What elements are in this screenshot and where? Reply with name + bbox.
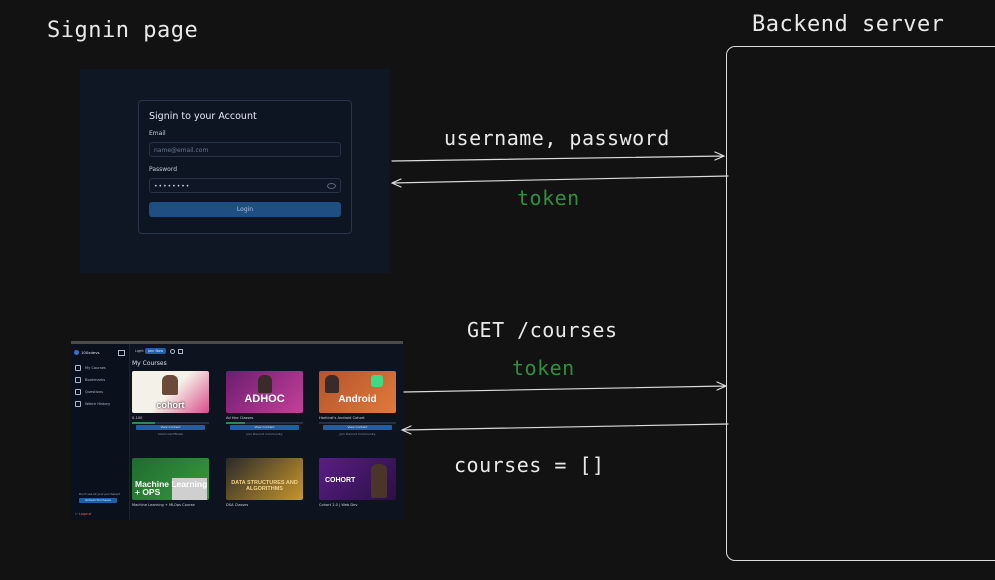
- thumbnail-person: [258, 375, 272, 393]
- signin-screenshot: Signin to your Account Email name@email.…: [80, 69, 389, 273]
- thumbnail-text: cohort: [156, 400, 185, 410]
- course-thumbnail: DATA STRUCTURES AND ALGORITHMS: [226, 458, 303, 500]
- eye-icon[interactable]: [327, 183, 336, 189]
- course-title: DSA Classes: [226, 503, 249, 507]
- logout-link[interactable]: ⇦ Logout: [75, 512, 91, 516]
- sidebar-item-watch-history[interactable]: Watch History: [75, 401, 110, 407]
- join-now-chip[interactable]: Join Now: [145, 348, 167, 354]
- progress-bar: [226, 422, 303, 424]
- dashboard-sidebar: 100xdevs My Courses Bookmarks Questions …: [71, 344, 130, 520]
- backend-server-box: [726, 46, 995, 561]
- view-content-button[interactable]: View Content: [136, 425, 205, 430]
- history-icon: [75, 401, 81, 407]
- password-field[interactable]: ••••••••: [149, 178, 341, 193]
- course-title: Harkirat's Android Cohort: [319, 416, 365, 420]
- courses-dashboard-screenshot: 100xdevs My Courses Bookmarks Questions …: [71, 341, 403, 520]
- course-card[interactable]: Machine Learning + OPS Machine Learning …: [132, 458, 210, 520]
- response-arrow-courses: [400, 423, 729, 435]
- courses-response-label: courses = []: [454, 453, 605, 477]
- sidebar-item-label: Questions: [85, 390, 103, 394]
- thumbnail-text: Android: [338, 394, 377, 405]
- thumbnail-person: [325, 375, 339, 393]
- theme-chip[interactable]: Light: [135, 349, 144, 353]
- thumbnail-person: [371, 464, 387, 498]
- course-title: Ad Hoc Classes: [226, 416, 254, 420]
- token-header-label: token: [512, 356, 575, 380]
- section-title: My Courses: [132, 360, 167, 367]
- thumbnail-text: Machine Learning + OPS: [135, 479, 208, 497]
- course-tag: Join Discord Community: [339, 432, 376, 436]
- progress-fill: [132, 422, 156, 424]
- brand-logo: [74, 350, 79, 355]
- progress-fill: [226, 422, 246, 424]
- thumbnail-text: DATA STRUCTURES AND ALGORITHMS: [231, 480, 298, 492]
- logout-label: Logout: [79, 512, 92, 516]
- email-label: Email: [149, 130, 166, 137]
- get-courses-label: GET /courses: [467, 318, 618, 342]
- search-icon[interactable]: [170, 349, 175, 354]
- message-icon: [75, 389, 81, 395]
- progress-bar: [319, 422, 396, 424]
- sidebar-item-bookmarks[interactable]: Bookmarks: [75, 377, 105, 383]
- android-logo: [371, 375, 383, 387]
- progress-bar: [132, 422, 209, 424]
- settings-icon[interactable]: [178, 349, 183, 354]
- backend-server-heading: Backend server: [752, 12, 945, 37]
- course-thumbnail: COHORT: [319, 458, 396, 500]
- logout-icon: ⇦: [75, 512, 80, 516]
- course-title: 0-100: [132, 416, 143, 420]
- sidebar-item-label: Watch History: [85, 402, 111, 406]
- course-thumbnail: Machine Learning + OPS: [132, 458, 209, 500]
- signin-title: Signin to your Account: [149, 111, 257, 122]
- course-thumbnail: ADHOC: [226, 371, 303, 413]
- course-card[interactable]: ADHOC Ad Hoc Classes View Content Join D…: [226, 371, 304, 436]
- request-arrow-courses: [403, 381, 728, 393]
- sidebar-item-label: Bookmarks: [85, 378, 106, 382]
- course-title: Machine Learning + MLOps Course: [132, 503, 195, 507]
- window-top-bar: [71, 341, 403, 344]
- course-thumbnail: cohort: [132, 371, 209, 413]
- signin-card: Signin to your Account Email name@email.…: [138, 100, 352, 234]
- course-thumbnail: Android: [319, 371, 396, 413]
- course-tag: Claim Certificate: [157, 432, 184, 436]
- email-field[interactable]: name@email.com: [149, 142, 341, 157]
- course-card[interactable]: COHORT Cohort 2.0 | Web Dev: [319, 458, 397, 520]
- thumbnail-person: [162, 375, 178, 395]
- sidebar-item-my-courses[interactable]: My Courses: [75, 365, 106, 371]
- password-label: Password: [149, 166, 178, 173]
- course-card[interactable]: DATA STRUCTURES AND ALGORITHMS DSA Class…: [226, 458, 304, 520]
- login-button[interactable]: Login: [149, 202, 341, 217]
- view-content-button[interactable]: View Content: [230, 425, 299, 430]
- brand-name: 100xdevs: [81, 350, 100, 355]
- sidebar-item-label: My Courses: [85, 366, 106, 370]
- course-tag: Join Discord Community: [246, 432, 283, 436]
- thumbnail-person: [172, 478, 207, 500]
- course-card[interactable]: cohort 0-100 View Content Claim Certific…: [132, 371, 210, 436]
- view-content-button[interactable]: View Content: [323, 425, 392, 430]
- signin-page-heading: Signin page: [47, 18, 199, 43]
- credentials-label: username, password: [444, 126, 670, 150]
- home-icon: [75, 365, 81, 371]
- sidebar-footer-text: Don't see all your purchases?: [79, 492, 121, 496]
- sidebar-item-questions[interactable]: Questions: [75, 389, 103, 395]
- sidebar-toggle-icon[interactable]: [118, 350, 125, 356]
- thumbnail-text: ADHOC: [244, 393, 285, 405]
- course-title: Cohort 2.0 | Web Dev: [319, 503, 358, 507]
- refresh-purchases-button[interactable]: Refresh Purchases: [79, 498, 117, 503]
- course-card[interactable]: Android Harkirat's Android Cohort View C…: [319, 371, 397, 436]
- request-arrow-credentials: [391, 151, 726, 162]
- response-arrow-token: [390, 175, 729, 188]
- bookmark-icon: [75, 377, 81, 383]
- thumbnail-text: COHORT: [325, 477, 356, 484]
- token-response-label: token: [517, 186, 580, 210]
